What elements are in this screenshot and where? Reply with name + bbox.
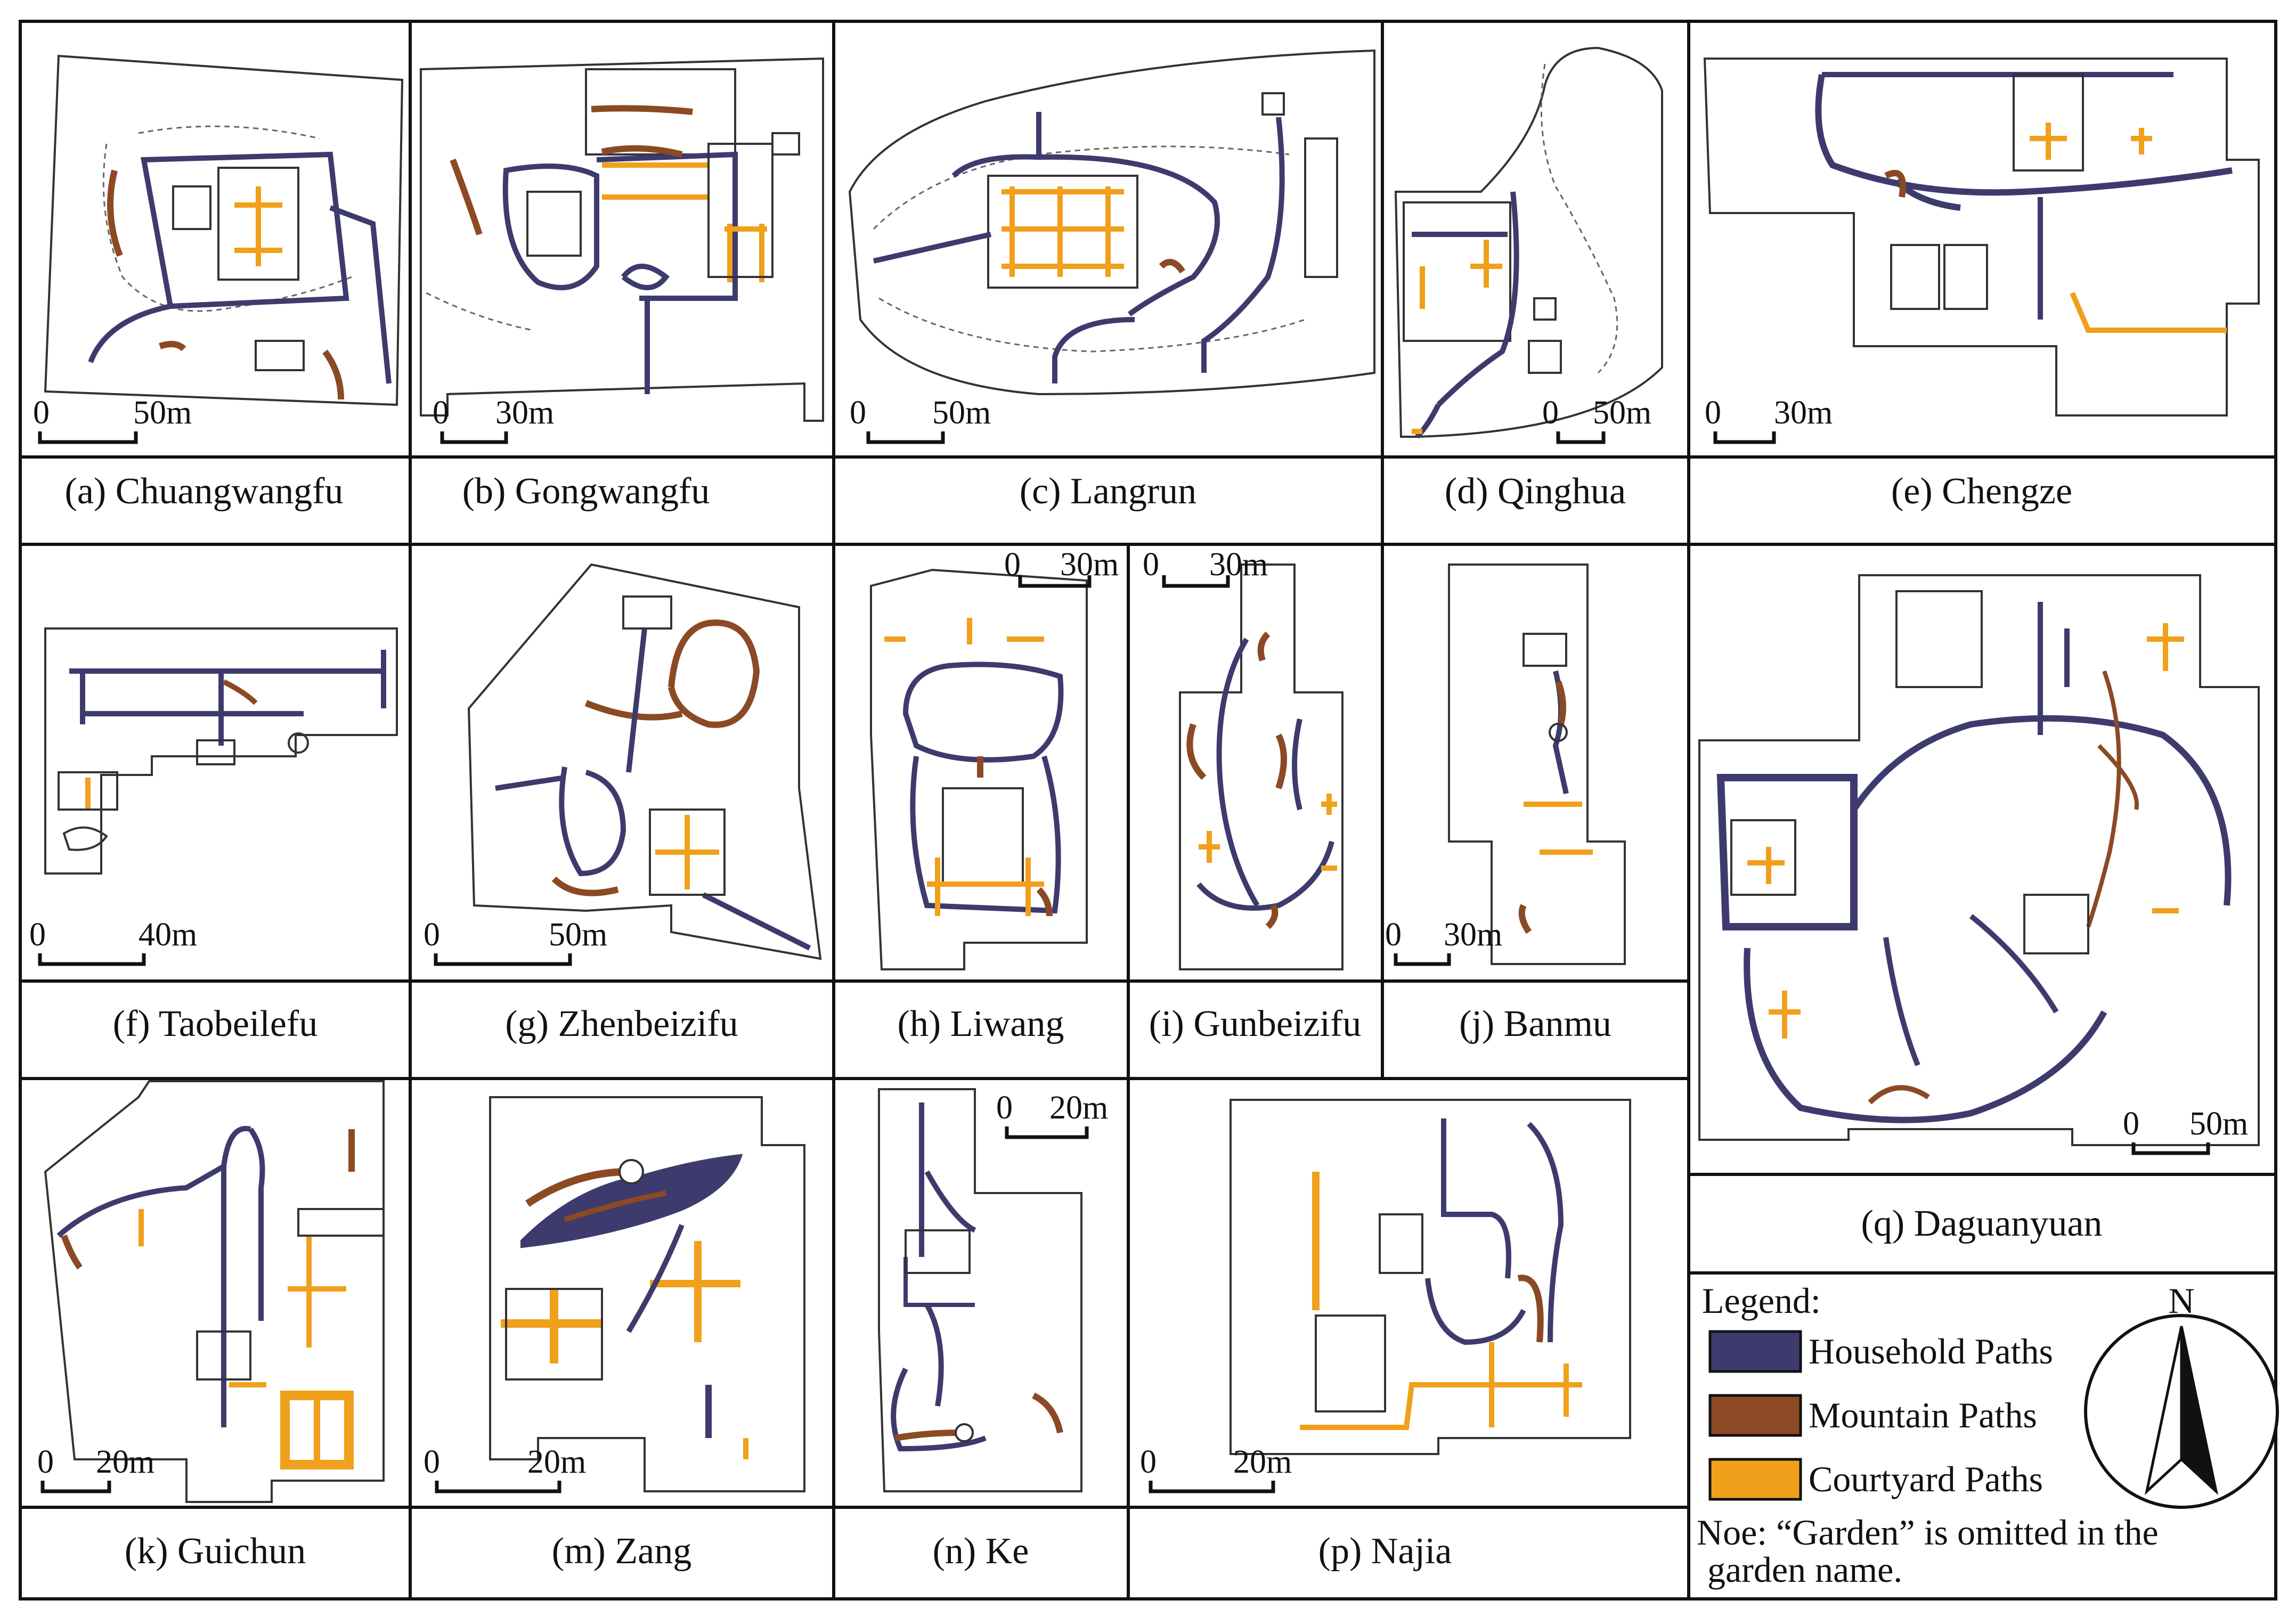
caption-q: (q) Daguanyuan xyxy=(1861,1203,2103,1244)
scale-zero-k: 0 xyxy=(37,1444,54,1480)
panel-captions: (a) Chuangwangfu (b) Gongwangfu (c) Lang… xyxy=(65,471,2103,1572)
scale-label-h: 30m xyxy=(1060,546,1119,583)
plan-g-zhenbeizifu xyxy=(467,563,822,960)
legend-title: Legend: xyxy=(1702,1280,1821,1321)
legend-note-line2: garden name. xyxy=(1707,1549,1902,1590)
scale-zero-e: 0 xyxy=(1705,395,1721,431)
grid-frame xyxy=(19,20,2277,1600)
scale-zero-labels: 0 0 0 0 0 0 0 0 0 0 0 0 0 0 0 xyxy=(29,395,2139,1480)
scale-label-k: 20m xyxy=(96,1444,154,1480)
scale-zero-n: 0 xyxy=(996,1090,1013,1126)
scale-label-n: 20m xyxy=(1049,1090,1108,1126)
caption-j: (j) Banmu xyxy=(1459,1003,1611,1044)
scale-label-q: 50m xyxy=(2189,1106,2248,1142)
scale-label-e: 30m xyxy=(1774,395,1833,431)
scale-label-m: 20m xyxy=(527,1444,586,1480)
caption-n: (n) Ke xyxy=(933,1531,1029,1572)
scale-label-d: 50m xyxy=(1593,395,1651,431)
plan-j-banmu xyxy=(1448,564,1626,965)
scale-label-j: 30m xyxy=(1444,917,1502,953)
scale-zero-b: 0 xyxy=(433,395,449,431)
scale-zero-c: 0 xyxy=(850,395,866,431)
scale-zero-p: 0 xyxy=(1140,1444,1157,1480)
scale-zero-j: 0 xyxy=(1385,917,1402,953)
north-arrow-icon: N xyxy=(2084,1280,2279,1509)
legend-item-mountain: Mountain Paths xyxy=(1809,1395,2037,1435)
legend: Legend: Household Paths Mountain Paths C… xyxy=(1697,1280,2279,1590)
scale-label-c: 50m xyxy=(932,395,991,431)
legend-swatch-courtyard xyxy=(1708,1458,1802,1501)
caption-h: (h) Liwang xyxy=(898,1003,1064,1044)
plan-m-zang xyxy=(489,1096,805,1492)
plan-p-najia xyxy=(1230,1099,1631,1455)
scale-zero-h: 0 xyxy=(1004,546,1021,583)
plan-e-chengze xyxy=(1703,58,2260,416)
scale-zero-a: 0 xyxy=(33,395,50,431)
scale-distance-labels: 50m 30m 50m 50m 30m 40m 50m 30m 30m 30m … xyxy=(96,395,2248,1480)
plan-i-gunbeizifu xyxy=(1179,564,1344,970)
scale-zero-g: 0 xyxy=(424,917,440,953)
scale-label-a: 50m xyxy=(133,395,192,431)
caption-i: (i) Gunbeizifu xyxy=(1149,1003,1361,1044)
scale-label-f: 40m xyxy=(139,917,197,953)
scale-zero-d: 0 xyxy=(1542,395,1559,431)
caption-b: (b) Gongwangfu xyxy=(462,471,710,512)
plan-a-chuangwangfu xyxy=(44,54,404,406)
legend-item-courtyard: Courtyard Paths xyxy=(1809,1459,2043,1499)
legend-item-household: Household Paths xyxy=(1809,1331,2053,1371)
plan-d-qinghua xyxy=(1394,46,1663,439)
scale-label-b: 30m xyxy=(495,395,554,431)
legend-swatch-household xyxy=(1708,1330,1802,1373)
scale-zero-m: 0 xyxy=(424,1444,440,1480)
caption-c: (c) Langrun xyxy=(1020,471,1196,512)
legend-swatch-mountain xyxy=(1708,1394,1802,1437)
north-label: N xyxy=(2168,1280,2194,1321)
legend-note-line1: Noe: “Garden” is omitted in the xyxy=(1697,1512,2159,1553)
caption-p: (p) Najia xyxy=(1318,1531,1452,1572)
caption-f: (f) Taobeilefu xyxy=(113,1003,317,1044)
scale-zero-q: 0 xyxy=(2123,1106,2139,1142)
scale-label-g: 50m xyxy=(549,917,607,953)
scale-label-i: 30m xyxy=(1209,546,1268,583)
scale-bars xyxy=(38,431,2210,1493)
plan-b-gongwangfu xyxy=(420,57,824,422)
scale-zero-f: 0 xyxy=(29,917,46,953)
caption-k: (k) Guichun xyxy=(125,1531,306,1572)
scale-label-p: 20m xyxy=(1233,1444,1292,1480)
caption-d: (d) Qinghua xyxy=(1445,471,1626,512)
caption-g: (g) Zhenbeizifu xyxy=(505,1003,738,1044)
scale-zero-i: 0 xyxy=(1143,546,1159,583)
plan-f-taobeilefu xyxy=(44,627,398,875)
plan-n-ke xyxy=(878,1088,1082,1492)
plan-h-liwang xyxy=(870,568,1088,970)
caption-m: (m) Zang xyxy=(552,1531,691,1572)
caption-e: (e) Chengze xyxy=(1891,471,2072,512)
plan-k-guichun xyxy=(44,1080,385,1503)
plan-c-langrun xyxy=(848,49,1375,396)
plan-q-daguanyuan xyxy=(1698,574,2260,1146)
caption-a: (a) Chuangwangfu xyxy=(65,471,344,512)
